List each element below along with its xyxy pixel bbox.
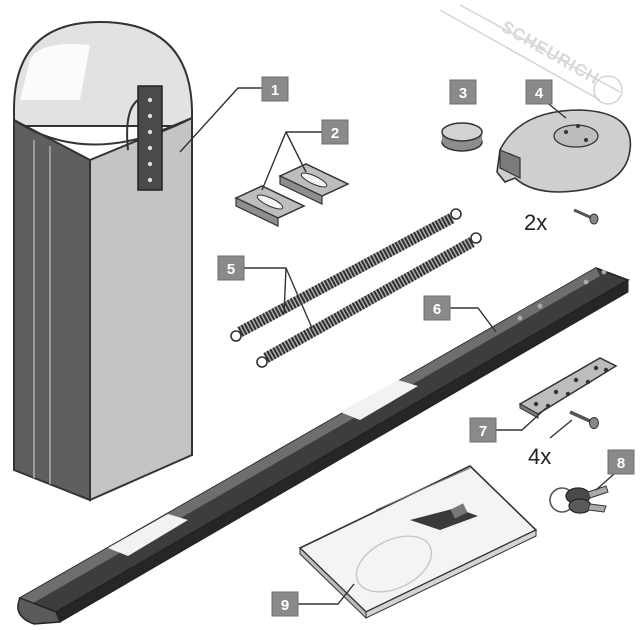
quantity-label-large-screw: 4x: [528, 444, 551, 469]
callout-7-label: 7: [479, 423, 487, 440]
callout-5-label: 5: [227, 261, 235, 278]
callout-1: 1: [261, 76, 289, 102]
boom-arm: [17, 267, 630, 625]
screw-small: [573, 208, 599, 225]
callout-3-label: 3: [459, 85, 467, 102]
callout-2-label: 2: [331, 125, 339, 142]
callout-4: 4: [525, 79, 553, 105]
callout-1-label: 1: [271, 82, 279, 99]
callout-5: 5: [217, 255, 245, 281]
callout-8: 8: [607, 449, 635, 475]
callout-4-label: 4: [535, 85, 544, 102]
quantity-label-small-screw: 2x: [524, 210, 547, 235]
callout-7: 7: [469, 417, 497, 443]
watermark-brand: SCHEURICH: [498, 17, 603, 88]
round-cap: [441, 122, 483, 152]
barrier-housing: [13, 20, 193, 502]
callout-9: 9: [271, 591, 299, 617]
callout-9-label: 9: [281, 597, 289, 614]
mounting-brackets: [234, 163, 350, 227]
boom-cover: [496, 109, 632, 193]
callout-2: 2: [321, 119, 349, 145]
callout-8-label: 8: [617, 455, 625, 472]
callout-6-label: 6: [433, 301, 441, 318]
mounting-plate: [518, 357, 618, 419]
screw-large: [569, 410, 599, 429]
callout-3: 3: [449, 79, 477, 105]
callout-6: 6: [423, 295, 451, 321]
keys: [549, 485, 609, 514]
tension-springs: [230, 208, 482, 368]
instruction-manual: [298, 465, 538, 620]
